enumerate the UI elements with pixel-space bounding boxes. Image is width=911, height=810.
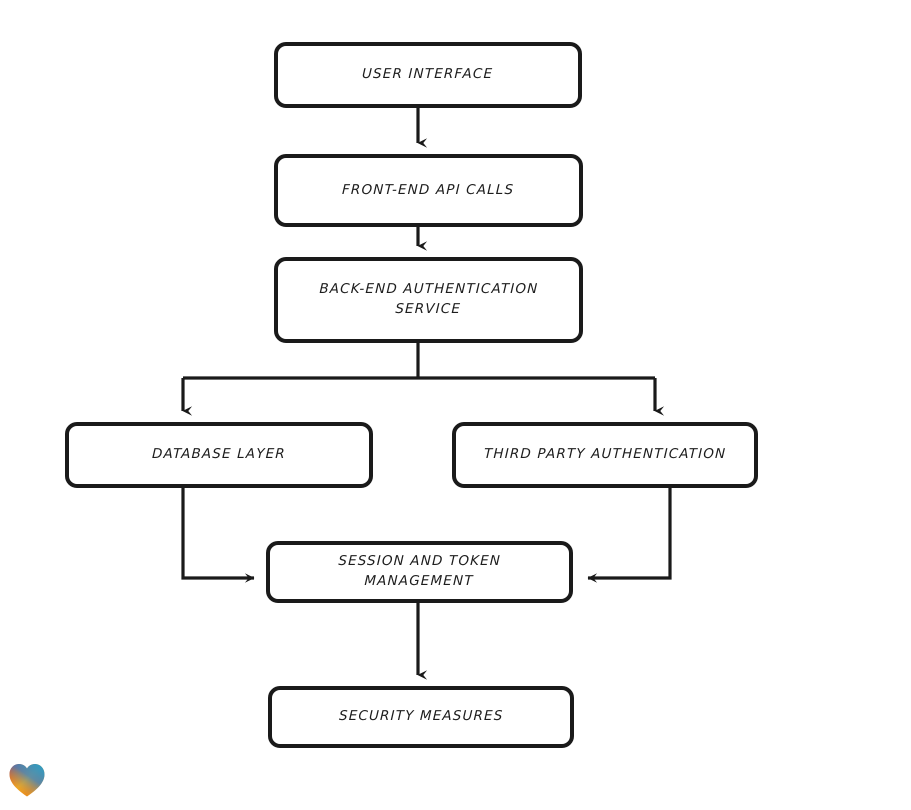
node-frontend-api-calls-label: Front-End API Calls: [342, 181, 515, 198]
node-session-and-token-management[interactable]: Session and Token Management: [266, 541, 573, 603]
node-third-party-authentication[interactable]: Third Party Authentication: [452, 422, 758, 488]
heart-icon: [9, 764, 45, 797]
node-user-interface-label: User Interface: [362, 66, 494, 83]
node-frontend-api-calls[interactable]: Front-End API Calls: [274, 154, 583, 227]
node-user-interface[interactable]: User Interface: [274, 42, 582, 108]
edge-database-to-session: [181, 488, 255, 583]
node-session-and-token-management-label: Session and Token Management: [338, 553, 502, 589]
edge-thirdparty-to-session: [587, 488, 672, 583]
node-security-measures[interactable]: Security Measures: [268, 686, 574, 748]
node-database-layer-label: Database Layer: [151, 446, 287, 463]
node-third-party-authentication-label: Third Party Authentication: [483, 446, 727, 463]
node-backend-authentication-service-label: Back-End Authentication Service: [319, 281, 539, 317]
node-backend-authentication-service[interactable]: Back-End Authentication Service: [274, 257, 583, 343]
node-security-measures-label: Security Measures: [338, 708, 504, 725]
node-database-layer[interactable]: Database Layer: [65, 422, 373, 488]
